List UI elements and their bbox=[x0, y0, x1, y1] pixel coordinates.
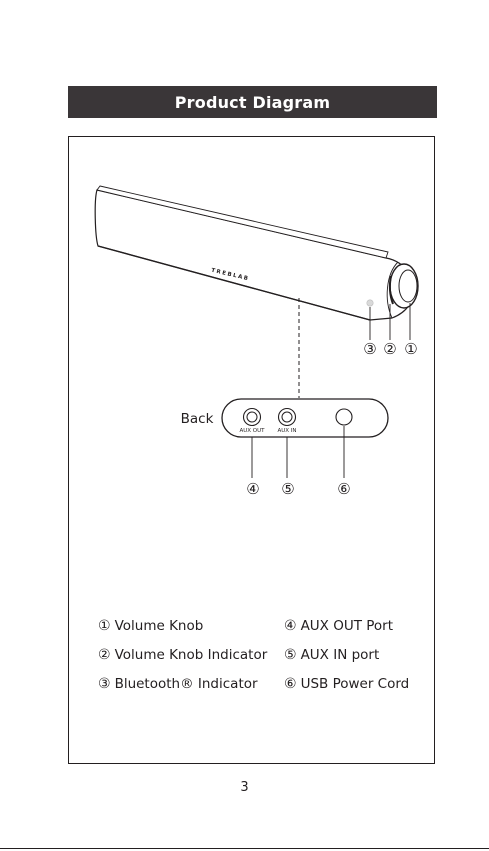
speaker-body bbox=[95, 186, 414, 320]
legend-item-usb-power-cord: ⑥ USB Power Cord bbox=[284, 675, 428, 694]
legend-item-volume-knob: ① Volume Knob bbox=[98, 617, 284, 636]
parts-legend: ① Volume Knob ④ AUX OUT Port ② Volume Kn… bbox=[98, 617, 428, 694]
bluetooth-indicator-light bbox=[367, 300, 373, 306]
aux-out-label: AUX OUT bbox=[239, 428, 265, 434]
callout-5: ⑤ bbox=[281, 480, 294, 498]
legend-label: USB Power Cord bbox=[301, 675, 410, 694]
legend-number: ③ bbox=[98, 675, 111, 694]
legend-number: ① bbox=[98, 617, 111, 636]
usb-power-cord-port bbox=[336, 409, 352, 425]
legend-item-bluetooth-indicator: ③ Bluetooth® Indicator bbox=[98, 675, 284, 694]
legend-label: AUX OUT Port bbox=[301, 617, 393, 636]
aux-out-port bbox=[244, 409, 261, 426]
callout-6: ⑥ bbox=[337, 480, 350, 498]
legend-number: ④ bbox=[284, 617, 297, 636]
aux-in-label: AUX IN bbox=[277, 428, 296, 434]
back-label: Back bbox=[181, 411, 214, 427]
legend-label: Volume Knob bbox=[115, 617, 204, 636]
legend-label: AUX IN port bbox=[301, 646, 380, 665]
callout-4: ④ bbox=[246, 480, 259, 498]
legend-label: Volume Knob Indicator bbox=[115, 646, 268, 665]
volume-knob bbox=[390, 264, 418, 308]
legend-number: ⑤ bbox=[284, 646, 297, 665]
legend-label: Bluetooth® Indicator bbox=[115, 675, 258, 694]
aux-in-port bbox=[279, 409, 296, 426]
legend-number: ⑥ bbox=[284, 675, 297, 694]
callout-1: ① bbox=[404, 340, 417, 358]
bottom-divider bbox=[0, 848, 489, 849]
callout-2: ② bbox=[383, 340, 396, 358]
legend-item-aux-in-port: ⑤ AUX IN port bbox=[284, 646, 428, 665]
legend-item-aux-out-port: ④ AUX OUT Port bbox=[284, 617, 428, 636]
callout-3: ③ bbox=[363, 340, 376, 358]
page-number: 3 bbox=[0, 780, 489, 795]
legend-item-volume-knob-indicator: ② Volume Knob Indicator bbox=[98, 646, 284, 665]
legend-number: ② bbox=[98, 646, 111, 665]
